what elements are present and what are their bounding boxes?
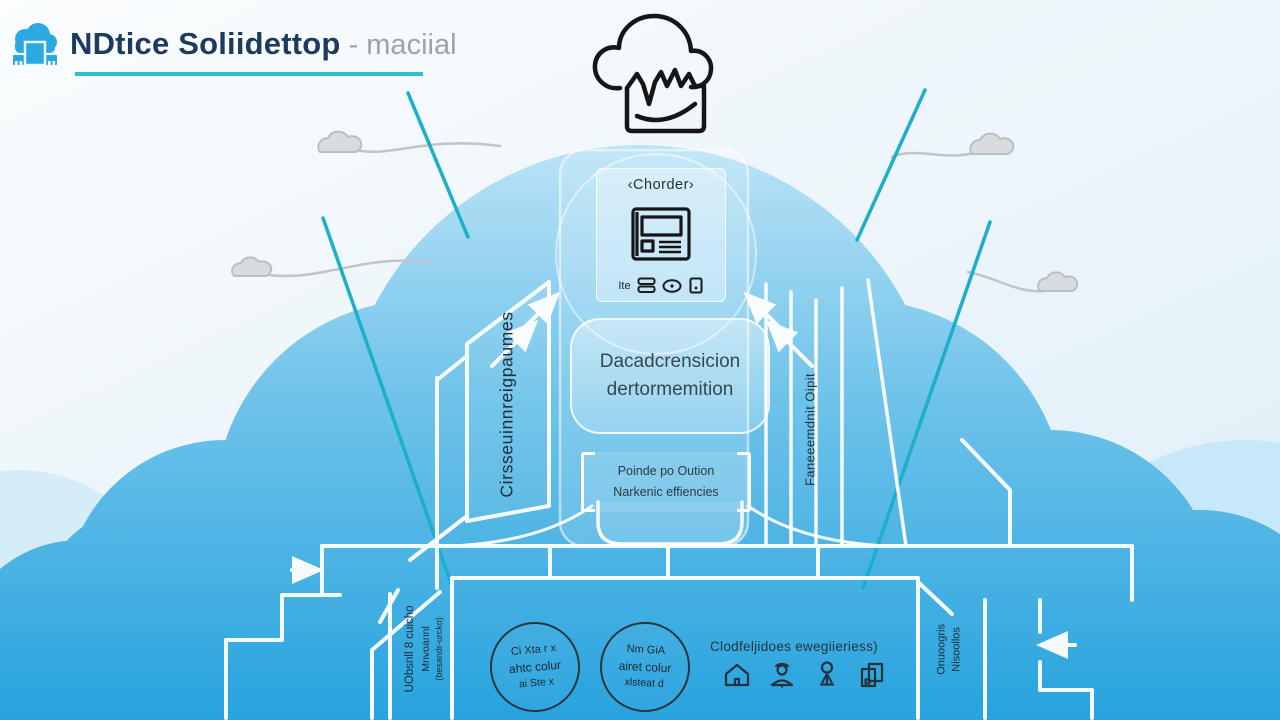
cloud-skyline-icon xyxy=(592,13,714,134)
bottom-icon-row xyxy=(722,660,887,690)
pipeline-line1: Poinde po Oution xyxy=(617,464,715,479)
person-icon xyxy=(770,662,794,688)
stamp-left-line3: ai Ste x xyxy=(518,675,555,691)
left-column-label: Cirsseuinnreigpaumes xyxy=(496,311,517,498)
chorder-title: ‹Chorder› xyxy=(627,177,695,193)
stamp-right-line3: xlsteat d xyxy=(624,676,664,691)
card-icon xyxy=(689,277,703,294)
bottom-right-line2: Nisoollos xyxy=(951,627,963,672)
stack-icon xyxy=(637,277,656,293)
title-underline xyxy=(75,72,423,76)
page-title-sub: - maciial xyxy=(348,29,457,61)
decision-line2: dertormemition xyxy=(606,379,734,400)
chorder-caption-label: Ite xyxy=(618,279,631,292)
decorative-grey-clouds xyxy=(231,130,1079,293)
server-console-icon xyxy=(631,207,691,261)
bottom-left-line1: UObsnll 8 cuicho xyxy=(404,605,417,693)
bracket-right xyxy=(737,452,751,512)
bottom-left-line3: (besandr-urcko) xyxy=(433,617,444,681)
bracket-left xyxy=(581,452,595,512)
bottom-left-vertical-label: UObsnll 8 cuicho Mnvoannl (besandr-urcko… xyxy=(403,574,445,720)
chorder-caption-row: Ite xyxy=(618,277,703,294)
decision-line1: Dacadcrensicion xyxy=(599,351,741,373)
bottom-left-line2: Mnvoannl xyxy=(419,626,432,672)
lamp-icon xyxy=(820,661,834,686)
page-title-main: NDtice Soliidettop xyxy=(70,26,341,61)
chorder-panel: ‹Chorder› Ite xyxy=(596,168,726,302)
disc-icon xyxy=(662,278,682,293)
pipeline-line2: Narkenic effiencies xyxy=(613,485,719,499)
white-structure-lines xyxy=(224,278,1134,720)
center-light-band xyxy=(555,148,757,548)
bottom-caption: Clodfeljidoes ewegiieriess) xyxy=(710,639,878,654)
teal-rays xyxy=(321,88,992,590)
bottom-right-vertical-label: Onuoogris Nisoollos xyxy=(935,584,966,714)
right-column-label: Faneeemdnit Oipit xyxy=(802,372,818,487)
house-icon xyxy=(724,663,750,687)
pipeline-box: Poinde po Oution Narkenic effiencies xyxy=(581,452,751,512)
page-title: NDtice Soliidettop- maciial xyxy=(70,26,457,62)
cloud-building-logo xyxy=(13,23,57,67)
documents-icon xyxy=(860,662,884,688)
decision-box: Dacadcrensicion dertormemition xyxy=(570,318,770,434)
bottom-right-line1: Onuoogris xyxy=(935,624,948,675)
